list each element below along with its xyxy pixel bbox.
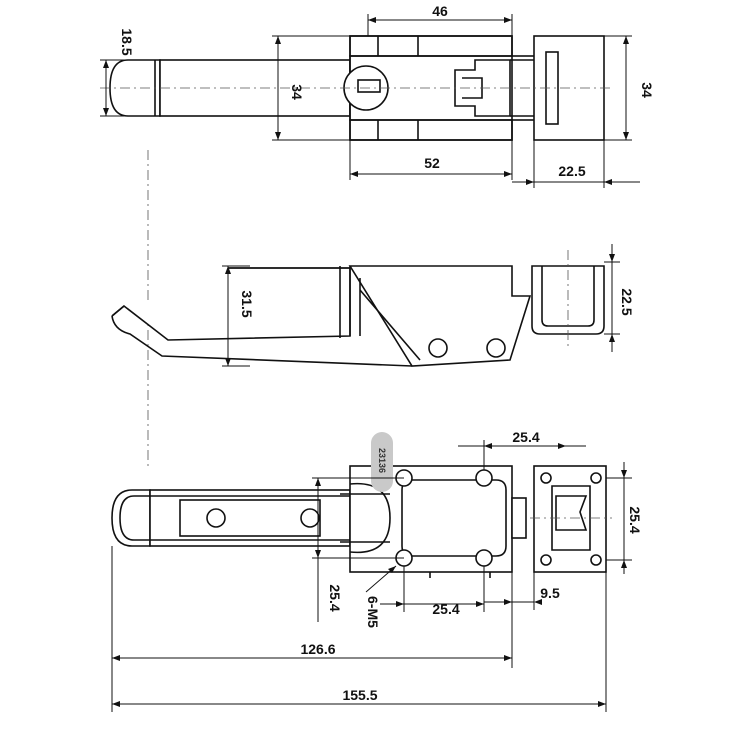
bottom-rivet-2 <box>300 508 320 528</box>
dim-label-25-4-vertical: 25.4 <box>327 584 343 611</box>
side-pin-1 <box>428 338 448 358</box>
dim-label-18-5: 18.5 <box>119 28 135 55</box>
dim-keeper-offset: 9.5 <box>484 572 560 610</box>
keeper-hole-4 <box>590 554 602 566</box>
dim-hole-spacing-bottom: 25.4 <box>380 566 485 617</box>
dim-label-31-5: 31.5 <box>239 290 255 317</box>
dim-label-25-4-top: 25.4 <box>512 429 539 445</box>
bottom-rivet-1 <box>206 508 226 528</box>
dim-hole-spacing-top: 25.4 <box>458 429 586 470</box>
bottom-handle <box>111 489 151 547</box>
dim-total-length: 155.5 <box>111 572 607 712</box>
side-view: 31.5 22.5 <box>111 244 635 367</box>
keeper-hole-3 <box>540 554 552 566</box>
dim-label-34-left: 34 <box>289 84 305 100</box>
bottom-view: 23136 25.4 25.4 25.4 <box>111 429 643 712</box>
dim-label-126-6: 126.6 <box>300 641 335 657</box>
dim-side-height: 31.5 <box>222 265 255 367</box>
base-hole-4 <box>475 549 493 567</box>
dim-keeper-height: 34 <box>604 35 655 141</box>
base-hole-2 <box>475 469 493 487</box>
dim-label-52: 52 <box>424 155 440 171</box>
dim-side-keeper-height: 22.5 <box>604 244 635 352</box>
screw-callout: 6-M5 <box>365 565 397 628</box>
screw-callout-label: 6-M5 <box>365 596 381 628</box>
dim-hole-spacing-vertical: 25.4 <box>312 477 404 622</box>
side-body <box>348 265 532 367</box>
dim-top-span: 46 <box>367 3 513 36</box>
dim-label-155-5: 155.5 <box>342 687 377 703</box>
dim-label-25-4-bottom: 25.4 <box>432 601 459 617</box>
dim-label-9-5: 9.5 <box>540 585 560 601</box>
key-slot <box>357 79 381 93</box>
keeper-hole-1 <box>540 472 552 484</box>
dim-label-46: 46 <box>432 3 448 19</box>
dim-label-22-5-top: 22.5 <box>558 163 585 179</box>
watermark-badge <box>371 432 393 492</box>
dim-label-22-5-side: 22.5 <box>619 288 635 315</box>
dim-keeper-hole-spacing: 25.4 <box>606 462 643 574</box>
keeper-hole-2 <box>590 472 602 484</box>
dim-body-height-left: 34 <box>272 35 350 141</box>
dim-base-length: 52 <box>349 140 513 180</box>
side-pin-2 <box>486 338 506 358</box>
dim-keeper-width: 22.5 <box>512 140 640 188</box>
dim-label-34-right: 34 <box>639 82 655 98</box>
watermark-text: 23136 <box>377 448 387 473</box>
dim-handle-width: 18.5 <box>100 28 135 117</box>
top-view: 18.5 34 46 52 <box>100 3 655 188</box>
dim-label-25-4-right: 25.4 <box>627 506 643 533</box>
hook-tip <box>511 497 527 539</box>
dim-overall-length: 126.6 <box>111 546 513 668</box>
